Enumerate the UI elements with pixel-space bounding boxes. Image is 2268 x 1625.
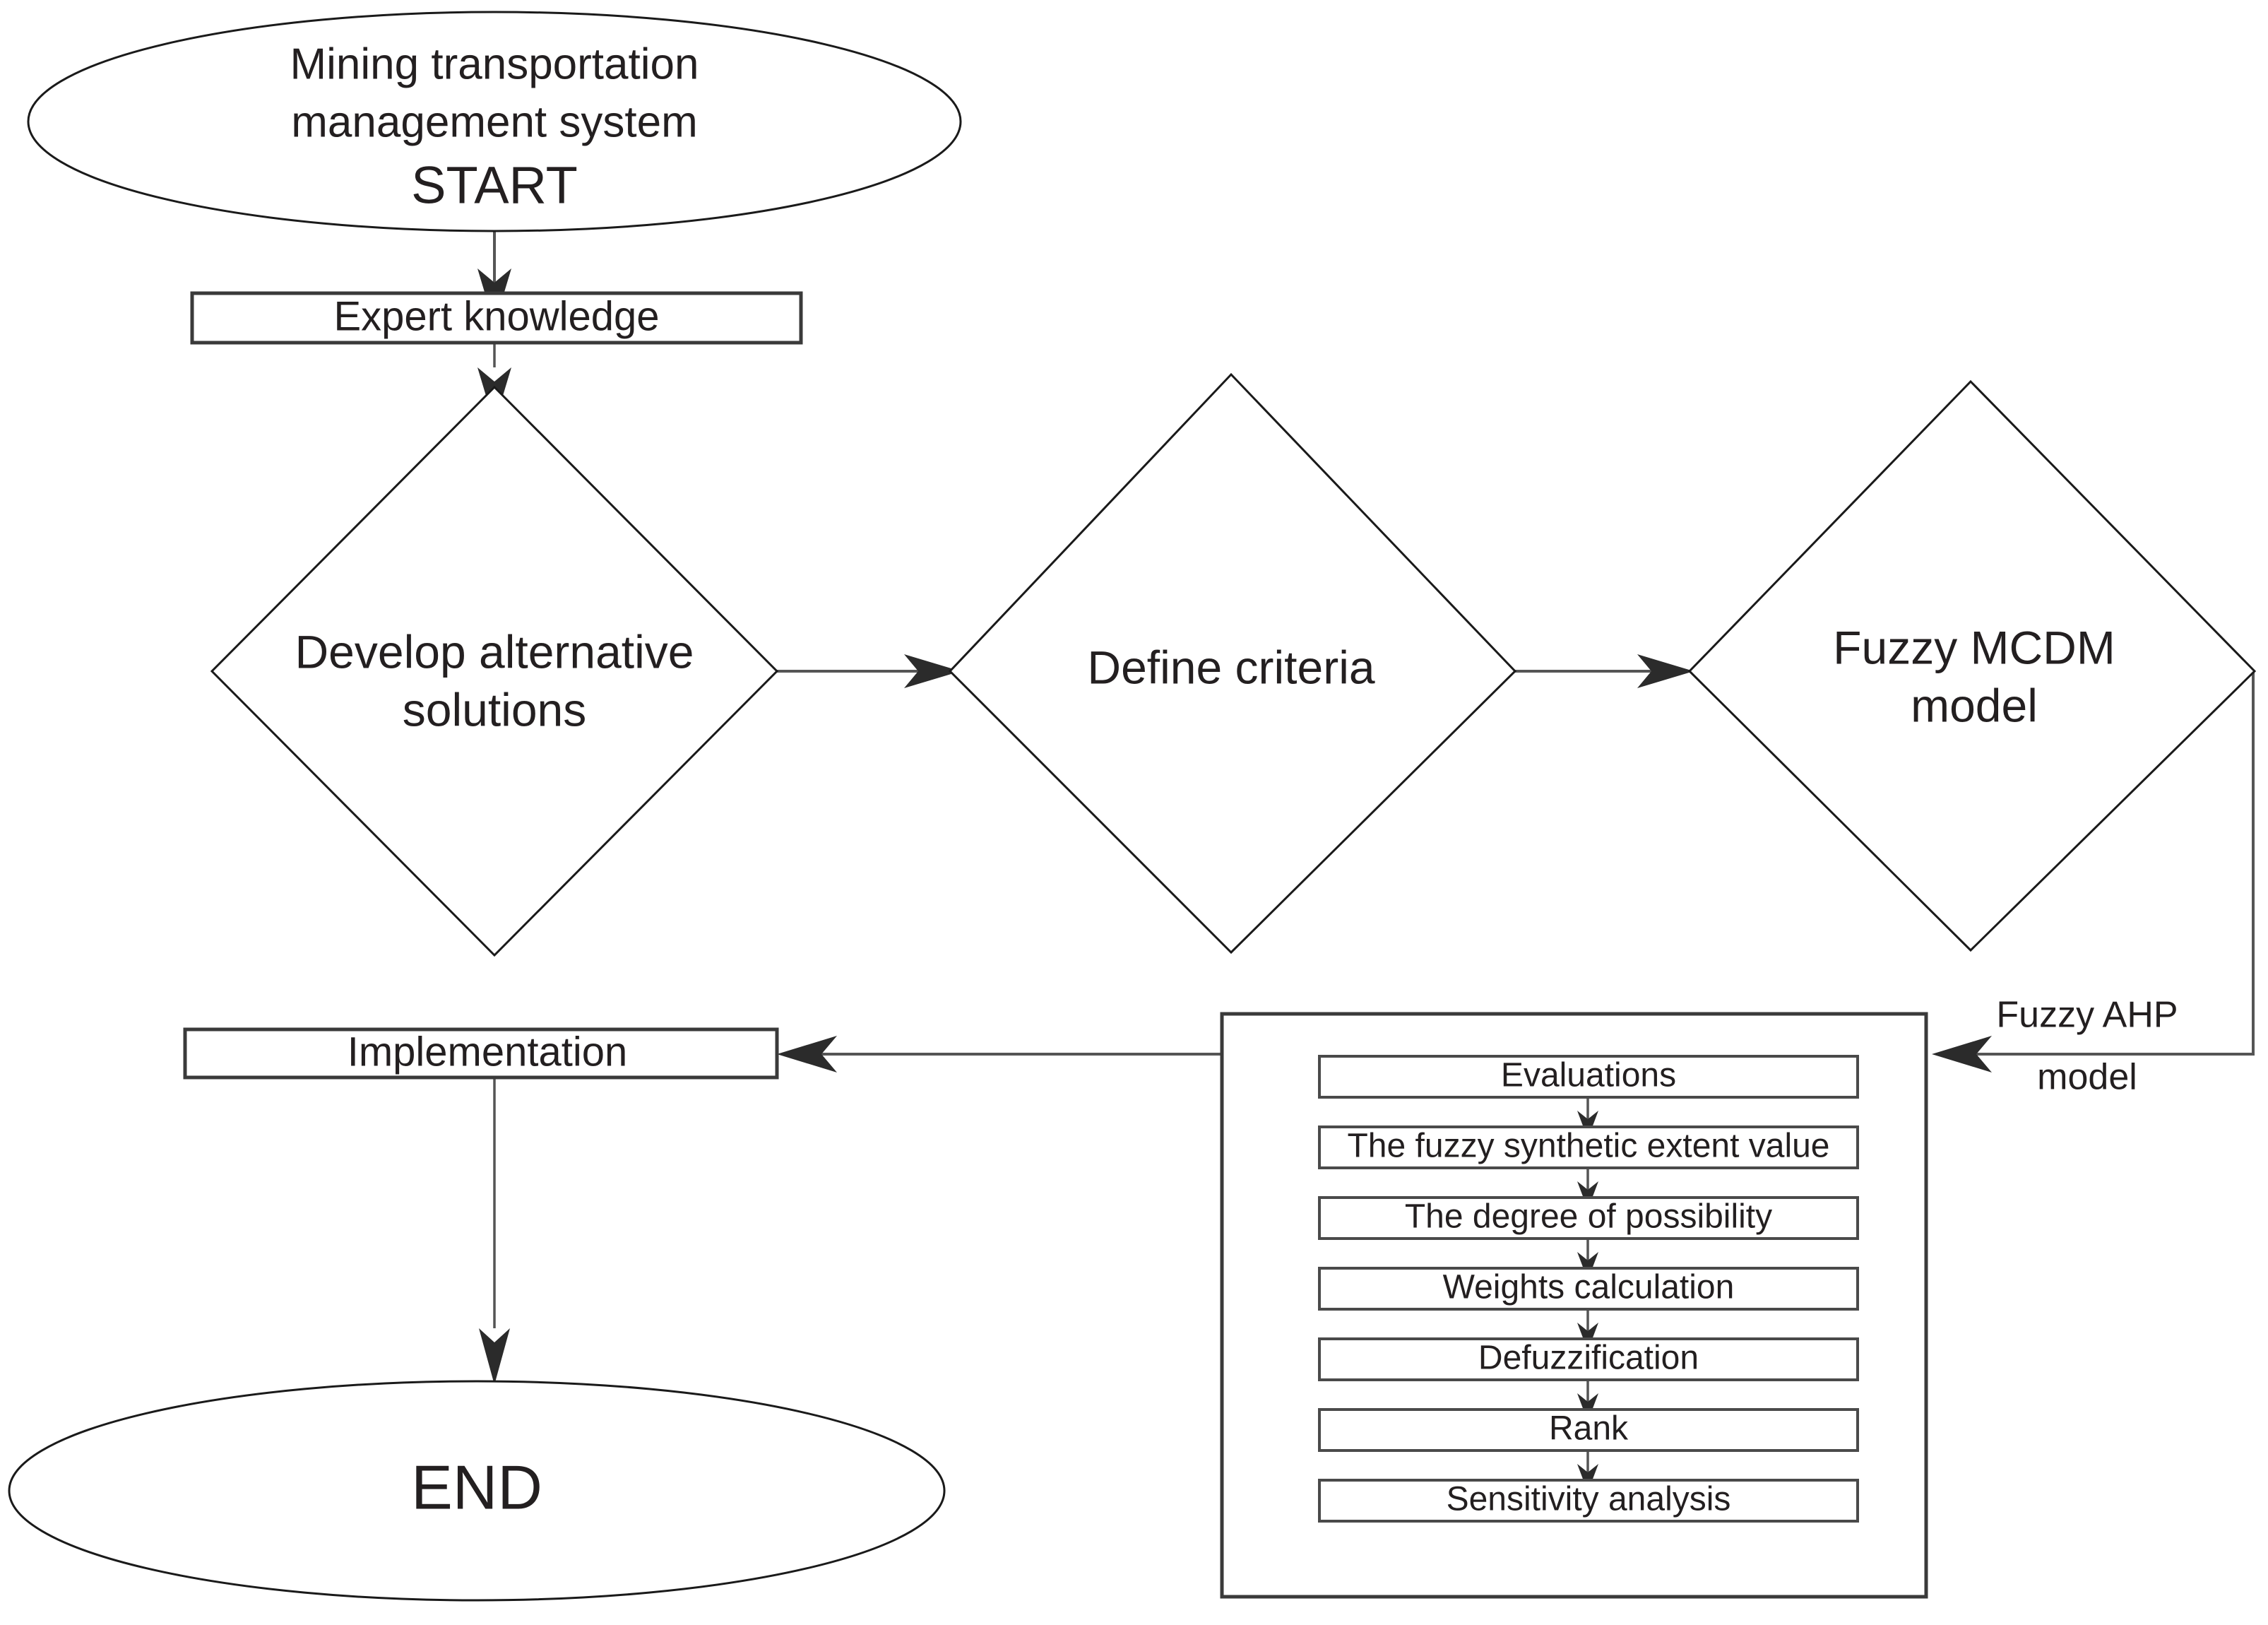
- end-label: END: [411, 1452, 542, 1522]
- edge-fuzzy-mcdm-to-ahp-container: [1932, 671, 2255, 1072]
- fuzzy-ahp-model-container[interactable]: Evaluations The fuzzy synthetic extent v…: [1220, 1012, 1928, 1599]
- fuzzy-mcdm-model-label-line2: model: [1911, 679, 2038, 731]
- start-label-line1: Mining transportation: [290, 40, 699, 88]
- ahp-step-box-1[interactable]: The fuzzy synthetic extent value: [1318, 1125, 1859, 1169]
- define-criteria-label-line1: Define criteria: [1087, 641, 1375, 693]
- ahp-step-label-2: The degree of possibility: [1405, 1198, 1772, 1236]
- develop-alternative-solutions-label-line1: Develop alternative: [295, 625, 694, 678]
- edge-label-fuzzy-ahp-model: Fuzzy AHP model: [1996, 995, 2178, 1098]
- edge-ahp-container-to-implementation: [777, 1036, 1222, 1072]
- implementation-label: Implementation: [348, 1029, 628, 1075]
- start-label-line2: management system: [291, 98, 697, 146]
- ahp-step-label-1: The fuzzy synthetic extent value: [1347, 1128, 1829, 1165]
- end-oval[interactable]: END: [8, 1380, 946, 1602]
- ahp-step-box-0[interactable]: Evaluations: [1318, 1055, 1859, 1099]
- ahp-step-box-2[interactable]: The degree of possibility: [1318, 1196, 1859, 1240]
- ahp-step-box-5[interactable]: Rank: [1318, 1408, 1859, 1452]
- fuzzy-mcdm-model-label-line1: Fuzzy MCDM: [1833, 621, 2115, 673]
- decision-fuzzy-mcdm-model[interactable]: Fuzzy MCDM model: [1687, 379, 2257, 952]
- edge-implementation-to-end: [479, 1077, 510, 1385]
- ahp-connector-3: [1577, 1236, 1598, 1280]
- ahp-step-label-4: Defuzzification: [1478, 1340, 1699, 1377]
- ahp-connector-4: [1577, 1307, 1598, 1351]
- ahp-connector-2: [1577, 1166, 1598, 1210]
- expert-knowledge-box[interactable]: Expert knowledge: [190, 291, 803, 345]
- ahp-step-label-3: Weights calculation: [1443, 1269, 1735, 1306]
- implementation-box[interactable]: Implementation: [183, 1027, 779, 1080]
- start-oval[interactable]: Mining transportation management system …: [27, 11, 962, 232]
- ahp-step-box-3[interactable]: Weights calculation: [1318, 1267, 1859, 1311]
- ahp-step-label-0: Evaluations: [1501, 1057, 1676, 1094]
- ahp-inner-connectors: [1577, 1096, 1598, 1492]
- fuzzy-ahp-model-label-line2: model: [2037, 1057, 2137, 1098]
- start-label-line3: START: [411, 156, 578, 215]
- ahp-step-box-4[interactable]: Defuzzification: [1318, 1337, 1859, 1381]
- ahp-step-label-6: Sensitivity analysis: [1447, 1481, 1731, 1518]
- expert-knowledge-label: Expert knowledge: [333, 293, 659, 339]
- edge-develop-to-define-criteria: [777, 654, 961, 688]
- ahp-step-box-6[interactable]: Sensitivity analysis: [1318, 1479, 1859, 1523]
- ahp-connector-1: [1577, 1096, 1598, 1139]
- fuzzy-ahp-model-label-line1: Fuzzy AHP: [1996, 995, 2178, 1036]
- develop-alternative-solutions-label-line2: solutions: [403, 683, 587, 735]
- ahp-connector-5: [1577, 1378, 1598, 1422]
- edge-define-criteria-to-fuzzy-mcdm: [1515, 654, 1694, 688]
- ahp-connector-6: [1577, 1448, 1598, 1492]
- ahp-step-label-5: Rank: [1549, 1410, 1629, 1448]
- decision-define-criteria[interactable]: Define criteria: [948, 372, 1517, 955]
- decision-develop-alternative-solutions[interactable]: Develop alternative solutions: [210, 385, 779, 957]
